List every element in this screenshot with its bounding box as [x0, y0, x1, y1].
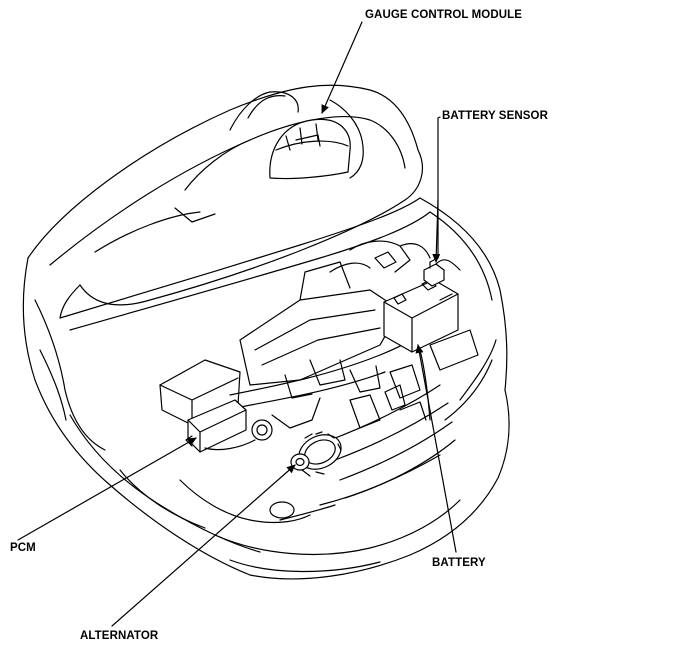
pcm-label: PCM	[10, 542, 36, 554]
battery-sensor-label: BATTERY SENSOR	[442, 110, 548, 122]
car-body	[22, 197, 510, 580]
gauge-control-module-part	[269, 118, 351, 180]
alternator-part	[290, 431, 342, 477]
battery-sensor-leader	[437, 116, 441, 259]
gauge-control-module-label: GAUGE CONTROL MODULE	[365, 9, 523, 21]
battery-leader	[415, 344, 457, 553]
gcm-leader	[321, 21, 363, 114]
alternator-leader	[111, 464, 296, 627]
pcm-part	[185, 399, 256, 453]
leader-lines	[17, 21, 457, 627]
pcm-leader	[17, 437, 197, 541]
battery-label: BATTERY	[432, 557, 486, 569]
battery-part	[383, 257, 461, 421]
hood	[27, 84, 431, 331]
battery-sensor-arrow	[432, 199, 441, 263]
alternator-label: ALTERNATOR	[80, 630, 159, 642]
